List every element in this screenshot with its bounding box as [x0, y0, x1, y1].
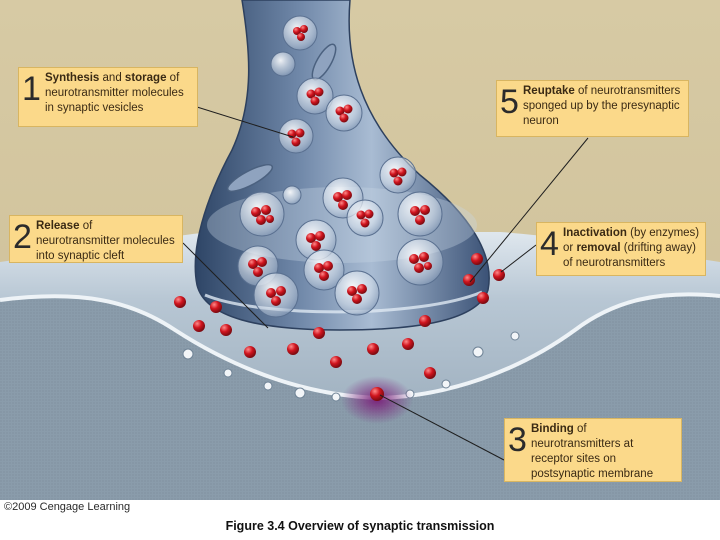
step-1-connector: and [102, 72, 122, 84]
step-3-binding: 3 Binding of neurotransmitters at recept… [504, 418, 682, 482]
vesicle-contents [248, 25, 432, 306]
free-neurotransmitters [174, 253, 505, 401]
step-4-inactivation: 4 Inactivation (by enzymes) or removal (… [536, 222, 706, 276]
step-4-number: 4 [540, 225, 559, 263]
step-2-title: Release [36, 220, 80, 232]
step-1-title2: storage [124, 72, 167, 84]
step-3-title: Binding [531, 423, 574, 435]
step-1-synthesis-storage: 1 Synthesis and storage of neurotransmit… [18, 67, 198, 127]
step-3-number: 3 [508, 421, 527, 459]
copyright-credit: ©2009 Cengage Learning [4, 501, 131, 513]
leader-lines [182, 106, 589, 461]
step-2-number: 2 [13, 218, 32, 256]
step-5-text: of neurotransmitters sponged up by the p… [523, 85, 681, 127]
step-5-title: Reuptake [523, 85, 575, 97]
step-2-text: of neurotransmitter molecules into synap… [36, 220, 175, 262]
step-5-number: 5 [500, 83, 519, 121]
step-3-text: of neurotransmitters at receptor sites o… [531, 423, 654, 480]
figure-caption: Figure 3.4 Overview of synaptic transmis… [225, 519, 495, 533]
step-2-release: 2 Release of neurotransmitter molecules … [9, 215, 183, 263]
step-4-title2: removal [576, 242, 621, 254]
step-1-title: Synthesis [45, 72, 100, 84]
step-4-title: Inactivation [563, 227, 627, 239]
step-4-mid: (by enzymes) or [563, 227, 700, 254]
step-1-text: of neurotransmitter molecules in synapti… [45, 72, 184, 114]
step-4-text: (drifting away) of neurotransmitters [563, 242, 696, 269]
step-1-number: 1 [22, 70, 41, 108]
synapse-illustration: 1 Synthesis and storage of neurotransmit… [0, 0, 720, 500]
step-5-reuptake: 5 Reuptake of neurotransmitters sponged … [496, 80, 689, 137]
